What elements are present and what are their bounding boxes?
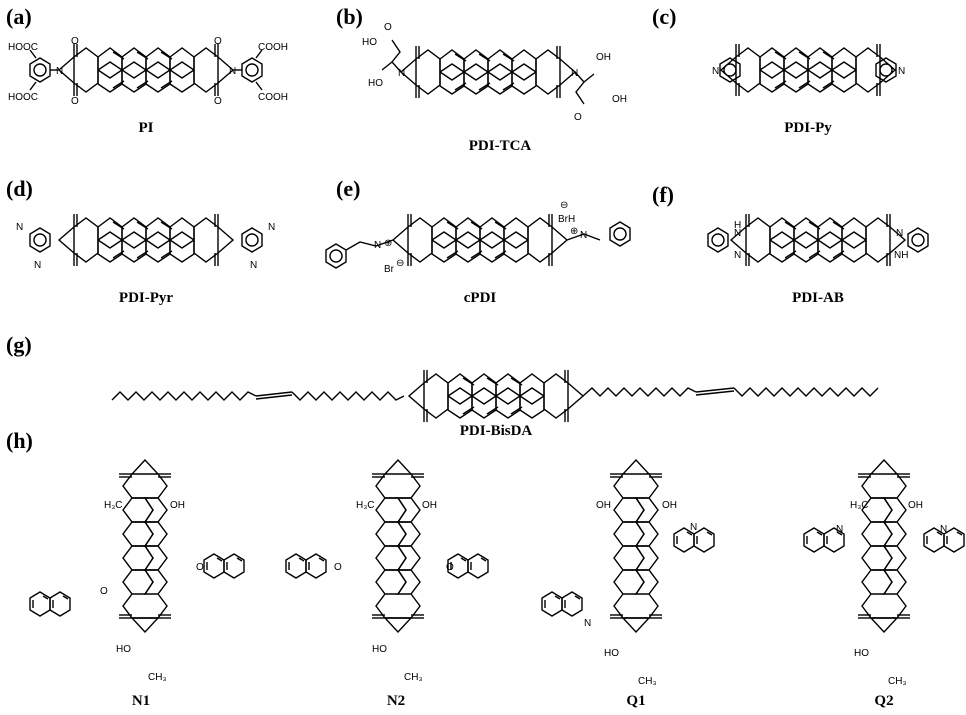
atom-label: N [734, 250, 741, 261]
compound-name-q1: Q1 [626, 693, 646, 709]
atom-label: OH [908, 500, 923, 511]
atom-label: N [34, 260, 41, 271]
atom-label: OH [170, 500, 185, 511]
atom-label: OH [662, 500, 677, 511]
atom-label: ⊕ [384, 238, 392, 249]
compound-name-pdi-bisda: PDI-BisDA [459, 423, 533, 439]
atom-label: ⊖ [560, 200, 568, 211]
atom-label: N [584, 618, 591, 629]
atom-label: H₃C [850, 500, 869, 511]
structure-pdi-bisda [111, 369, 879, 423]
compound-name-pdi-py: PDI-Py [784, 120, 832, 136]
compound-name-pi: PI [138, 120, 154, 136]
atom-label: OH [596, 52, 611, 63]
atom-label: OH [612, 94, 627, 105]
panel-letter-c: (c) [652, 4, 677, 29]
atom-label: N [898, 66, 905, 77]
atom-label: O [71, 96, 79, 107]
atom-label: N [712, 66, 719, 77]
structure-n2: H₃C OH HO CH₃ O O [285, 459, 489, 683]
atom-label: HO [372, 644, 387, 655]
atom-label: HO [854, 648, 869, 659]
atom-label: O [214, 96, 222, 107]
atom-label: N [734, 228, 741, 239]
structure-pdi-ab: H N N N NH [707, 213, 929, 267]
atom-label: Br [384, 264, 395, 275]
atom-label: H₃C [356, 500, 375, 511]
structure-pi: HOOC HOOC COOH COOH N N O O O O [8, 36, 288, 107]
compound-name-cpdi: cPDI [463, 290, 497, 306]
structure-cpdi: N ⊕ Br ⊖ BrH ⊖ N ⊕ [325, 200, 631, 275]
atom-label: ⊖ [396, 258, 404, 269]
atom-label: N [896, 228, 903, 239]
structure-pdi-pyr: N N N N [16, 213, 275, 271]
structure-pdi-tca: HO O HO OH OH O N N [362, 22, 627, 123]
panel-letter-a: (a) [6, 4, 32, 29]
atom-label: N [940, 524, 947, 535]
atom-label: HO [368, 78, 383, 89]
atom-label: BrH [558, 214, 575, 225]
panel-letter-g: (g) [6, 332, 32, 357]
atom-label: O [214, 36, 222, 47]
atom-label: CH₃ [148, 672, 167, 683]
atom-label: N [56, 66, 63, 77]
atom-label: O [334, 562, 342, 573]
atom-label: HO [604, 648, 619, 659]
atom-label: HO [116, 644, 131, 655]
panel-letter-d: (d) [6, 176, 33, 201]
panel-letter-h: (h) [6, 428, 33, 453]
compound-name-n2: N2 [386, 693, 406, 709]
atom-label: O [196, 562, 204, 573]
atom-label: N [580, 230, 587, 241]
atom-label: N [16, 222, 23, 233]
atom-label: HOOC [8, 92, 38, 103]
atom-label: N [268, 222, 275, 233]
atom-label: O [100, 586, 108, 597]
atom-label: HOOC [8, 42, 38, 53]
atom-label: H [734, 220, 741, 231]
compound-name-pdi-ab: PDI-AB [792, 290, 844, 306]
atom-label: N [836, 524, 843, 535]
compound-name-q2: Q2 [874, 693, 894, 709]
atom-label: H₃C [104, 500, 123, 511]
atom-label: ⊕ [570, 226, 578, 237]
atom-label: N [690, 522, 697, 533]
panel-letter-e: (e) [336, 176, 361, 201]
atom-label: HO [362, 37, 377, 48]
atom-label: N [398, 68, 405, 79]
atom-label: CH₃ [404, 672, 423, 683]
compound-name-n1: N1 [131, 693, 151, 709]
atom-label: NH [894, 250, 908, 261]
atom-label: OH [596, 500, 611, 511]
atom-label: CH₃ [888, 676, 907, 687]
atom-label: COOH [258, 42, 288, 53]
panel-letter-b: (b) [336, 4, 363, 29]
atom-label: OH [422, 500, 437, 511]
compound-name-pdi-tca: PDI-TCA [468, 138, 532, 154]
atom-label: N [250, 260, 257, 271]
structure-q2: H₃C OH HO CH₃ N N [803, 459, 965, 687]
structure-pdi-py: N N N [712, 43, 905, 97]
atom-label: O [446, 562, 454, 573]
structure-n1: H₃C OH HO CH₃ O O [29, 459, 245, 683]
atom-label: N [374, 240, 381, 251]
atom-label: N [229, 66, 236, 77]
atom-label: CH₃ [638, 676, 657, 687]
atom-label: COOH [258, 92, 288, 103]
atom-label: N [571, 68, 578, 79]
panel-letter-f: (f) [652, 182, 674, 207]
atom-label: O [71, 36, 79, 47]
compound-name-pdi-pyr: PDI-Pyr [118, 290, 174, 306]
atom-label: O [574, 112, 582, 123]
structure-q1: OH OH HO CH₃ N N [541, 459, 715, 687]
atom-label: O [384, 22, 392, 33]
